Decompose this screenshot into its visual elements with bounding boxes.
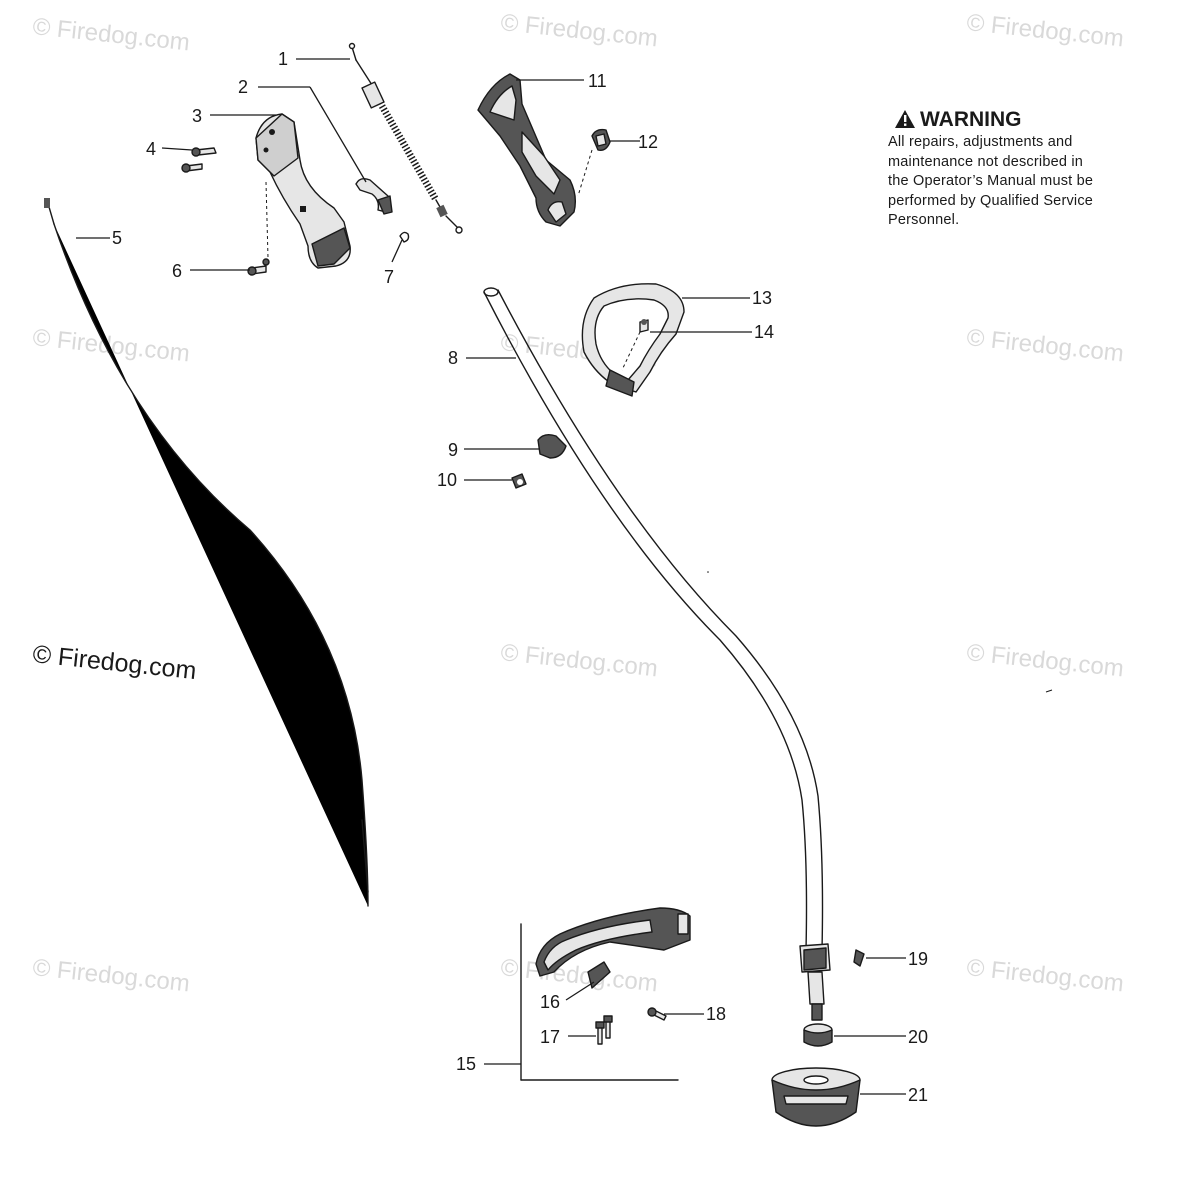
part-screw-6 — [247, 258, 270, 276]
part-clip-7 — [399, 231, 410, 243]
callout-5: 5 — [112, 228, 122, 248]
warning-title-text: WARNING — [920, 108, 1022, 131]
callout-16: 16 — [540, 992, 560, 1012]
watermark: © Firedog.com — [499, 9, 659, 52]
stray-mark — [707, 571, 709, 573]
part-handle-housing — [255, 113, 351, 269]
part-screws-4 — [181, 147, 217, 173]
callout-2: 2 — [238, 77, 248, 97]
part-screw-10 — [511, 473, 527, 489]
warning-line: Personnel. — [888, 212, 960, 228]
warning-line: All repairs, adjustments and — [888, 134, 1073, 150]
callouts: 1 2 3 4 5 6 7 8 9 10 11 12 13 14 15 16 1… — [112, 49, 928, 1105]
callout-15: 15 — [456, 1054, 476, 1074]
warning-line: performed by Qualified Service — [888, 192, 1094, 209]
warning-triangle-icon — [895, 110, 915, 128]
watermark: © Firedog.com — [965, 639, 1125, 682]
leader-lines — [76, 58, 906, 1095]
callout-17: 17 — [540, 1027, 560, 1047]
part-loop-handle — [581, 283, 685, 397]
callout-10: 10 — [437, 470, 457, 490]
watermark: © Firedog.com — [965, 954, 1125, 997]
watermark: © Firedog.com — [965, 324, 1125, 367]
part-throttle-trigger — [355, 177, 393, 215]
callout-11: 11 — [588, 71, 607, 91]
callout-1: 1 — [278, 49, 288, 69]
callout-3: 3 — [192, 106, 202, 126]
callout-4: 4 — [146, 139, 156, 159]
stray-mark — [1045, 689, 1053, 693]
part-throttle-cable — [348, 42, 463, 234]
callout-9: 9 — [448, 440, 458, 460]
warning-note: WARNING All repairs, adjustments and mai… — [888, 108, 1158, 231]
watermark: © Firedog.com — [31, 324, 191, 367]
part-screw-18 — [647, 1007, 667, 1021]
part-trimmer-head — [771, 1067, 861, 1127]
callout-21: 21 — [908, 1085, 928, 1105]
part-control-handle — [477, 73, 577, 227]
part-wing-nut — [799, 943, 865, 1021]
part-stop-switch — [577, 128, 611, 197]
part-drive-shaft — [44, 198, 369, 907]
callout-12: 12 — [638, 132, 658, 152]
callout-18: 18 — [706, 1004, 726, 1024]
part-shaft-tube — [483, 287, 824, 951]
warning-body: All repairs, adjustments and maintenance… — [888, 133, 1158, 231]
callout-13: 13 — [752, 288, 772, 308]
part-bracket-9 — [537, 433, 567, 459]
callout-19: 19 — [908, 949, 928, 969]
watermark: © Firedog.com — [499, 639, 659, 682]
part-guard-assembly — [520, 923, 679, 1081]
callout-14: 14 — [754, 322, 774, 342]
part-bolts-17 — [595, 1015, 613, 1045]
watermark: © Firedog.com — [31, 13, 191, 56]
watermark: © Firedog.com — [31, 954, 191, 997]
watermark-primary: © Firedog.com — [31, 640, 197, 685]
warning-line: the Operator’s Manual must be — [888, 173, 1094, 189]
warning-title: WARNING — [888, 108, 1158, 132]
callout-7: 7 — [384, 267, 394, 287]
callout-8: 8 — [448, 348, 458, 368]
part-guard — [535, 907, 691, 989]
callout-6: 6 — [172, 261, 182, 281]
part-nut — [803, 1023, 833, 1047]
warning-line: maintenance not described in — [888, 153, 1084, 170]
watermark: © Firedog.com — [965, 9, 1125, 52]
callout-20: 20 — [908, 1027, 928, 1047]
